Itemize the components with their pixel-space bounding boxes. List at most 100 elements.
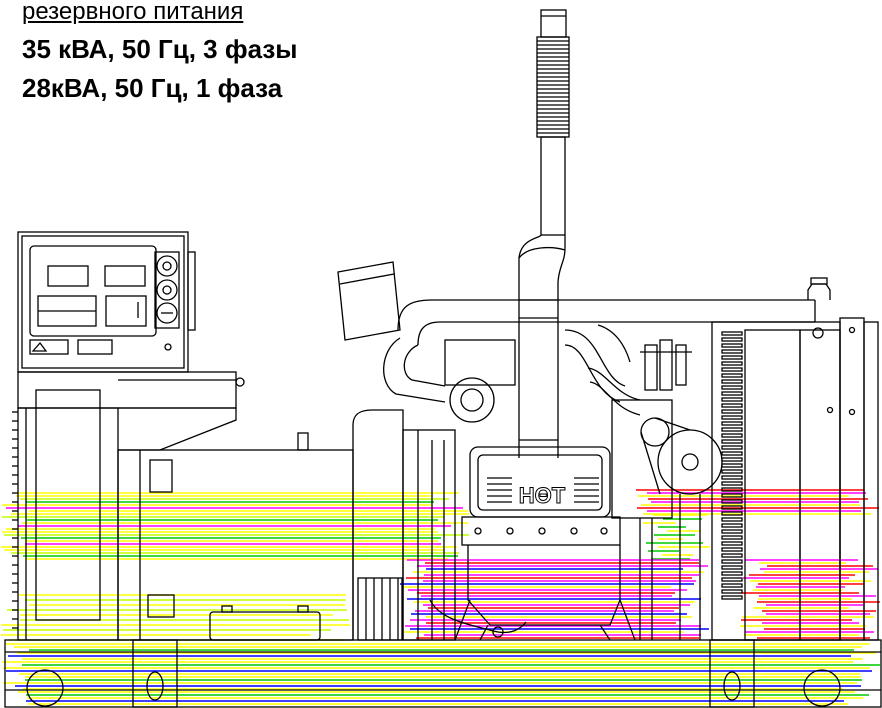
radiator-grill-slat <box>721 415 743 420</box>
radiator-grill-slat <box>721 475 743 480</box>
radiator-grill-slat <box>721 451 743 456</box>
engine-mount <box>454 599 636 641</box>
radiator-grill-slat <box>721 421 743 426</box>
exhaust-flex-bellows <box>536 36 570 138</box>
engine-logo-text: HΘT <box>519 483 566 508</box>
radiator-port <box>812 327 824 339</box>
radiator-grill <box>721 331 743 600</box>
block-bolt <box>570 527 578 535</box>
lifting-slot <box>723 671 741 701</box>
rating-single-phase: 28кВА, 50 Гц, 1 фаза <box>22 73 283 103</box>
radiator-grill-slat <box>721 403 743 408</box>
radiator-grill-slat <box>721 523 743 528</box>
gauge-dial-icon <box>156 279 178 301</box>
radiator-grill-slat <box>721 589 743 594</box>
radiator-grill-slat <box>721 391 743 396</box>
radiator-grill-slat <box>721 433 743 438</box>
radiator-grill-slat <box>721 349 743 354</box>
radiator-grill-slat <box>721 583 743 588</box>
drive-belt <box>640 417 691 495</box>
gauge-dial-icon <box>156 302 178 324</box>
radiator-grill-slat <box>721 409 743 414</box>
oil-pan <box>467 545 621 626</box>
radiator-grill-slat <box>721 427 743 432</box>
radiator <box>711 277 879 641</box>
lifting-pad-left <box>132 639 178 708</box>
meter-window-right <box>104 265 146 287</box>
block-bolt <box>474 527 482 535</box>
intake-hose <box>383 337 446 403</box>
alternator-end-cover <box>35 389 101 621</box>
radiator-grill-slat <box>721 511 743 516</box>
block-bolt <box>600 527 608 535</box>
fuel-filter <box>644 344 658 391</box>
engine-side-block <box>611 399 673 519</box>
panel-brace <box>118 407 237 451</box>
air-filter-band <box>339 273 395 285</box>
charge-air-hose <box>564 329 626 403</box>
block-bolt <box>506 527 514 535</box>
radiator-grill-slat <box>721 337 743 342</box>
radiator-grill-slat <box>721 505 743 510</box>
radiator-grill-slat <box>721 463 743 468</box>
breaker-module <box>105 295 147 327</box>
radiator-post <box>839 317 865 641</box>
radiator-grill-slat <box>721 535 743 540</box>
gauge-dial-icon <box>162 285 172 295</box>
fuel-filter <box>659 339 673 391</box>
radiator-grill-slat <box>721 439 743 444</box>
shelf-knob <box>235 377 245 387</box>
base-frame <box>4 639 882 708</box>
air-intake <box>337 261 816 403</box>
alternator-foot-box <box>147 594 175 618</box>
radiator-grill-slat <box>721 529 743 534</box>
alternator-fins <box>12 411 18 629</box>
fuel-filter <box>675 344 687 386</box>
radiator-grill-slat <box>721 445 743 450</box>
radiator-grill-slat <box>721 499 743 504</box>
intake-pipe <box>397 299 816 346</box>
coolant-hose <box>597 324 631 363</box>
radiator-grill-slat <box>721 361 743 366</box>
exhaust-pipe <box>540 136 566 236</box>
radiator-bolt <box>848 326 856 334</box>
forklift-hole-right <box>803 669 841 707</box>
flywheel-housing-outline <box>352 409 404 640</box>
radiator-bolt <box>826 406 834 414</box>
warning-sticker <box>29 339 69 355</box>
radiator-grill-slat <box>721 397 743 402</box>
turbocharger <box>449 377 495 423</box>
alternator-bracket <box>297 432 309 451</box>
radiator-grill-slat <box>721 517 743 522</box>
radiator-bolt <box>848 408 856 416</box>
cylinder-block <box>461 516 621 546</box>
radiator-grill-slat <box>721 343 743 348</box>
terminal-box <box>149 459 173 493</box>
radiator-grill-slat <box>721 541 743 546</box>
fan-pulley-hub <box>681 453 699 471</box>
valve-cover-panel <box>477 454 603 511</box>
heading-subtitle: резервного питания <box>22 0 244 25</box>
battery-terminal <box>221 605 233 613</box>
radiator-grill-slat <box>721 457 743 462</box>
radiator-grill-slat <box>721 469 743 474</box>
lifting-slot <box>146 671 164 701</box>
radiator-cap-top <box>810 277 828 285</box>
radiator-grill-slat <box>721 577 743 582</box>
radiator-grill-slat <box>721 487 743 492</box>
radiator-grill-slat <box>721 385 743 390</box>
warning-sticker-symbol <box>31 341 48 352</box>
radiator-grill-slat <box>721 547 743 552</box>
base-rail <box>4 639 882 708</box>
vent-grid <box>357 577 403 641</box>
fuel-line <box>429 599 527 634</box>
intake-manifold <box>444 339 516 386</box>
radiator-grill-slat <box>721 565 743 570</box>
radiator-grill-slat <box>721 331 743 336</box>
panel-lock-icon <box>164 343 172 351</box>
rating-three-phase: 35 кВА, 50 Гц, 3 фазы <box>22 34 298 64</box>
block-bolt <box>538 527 546 535</box>
radiator-grill-slat <box>721 559 743 564</box>
alternator <box>12 389 354 641</box>
